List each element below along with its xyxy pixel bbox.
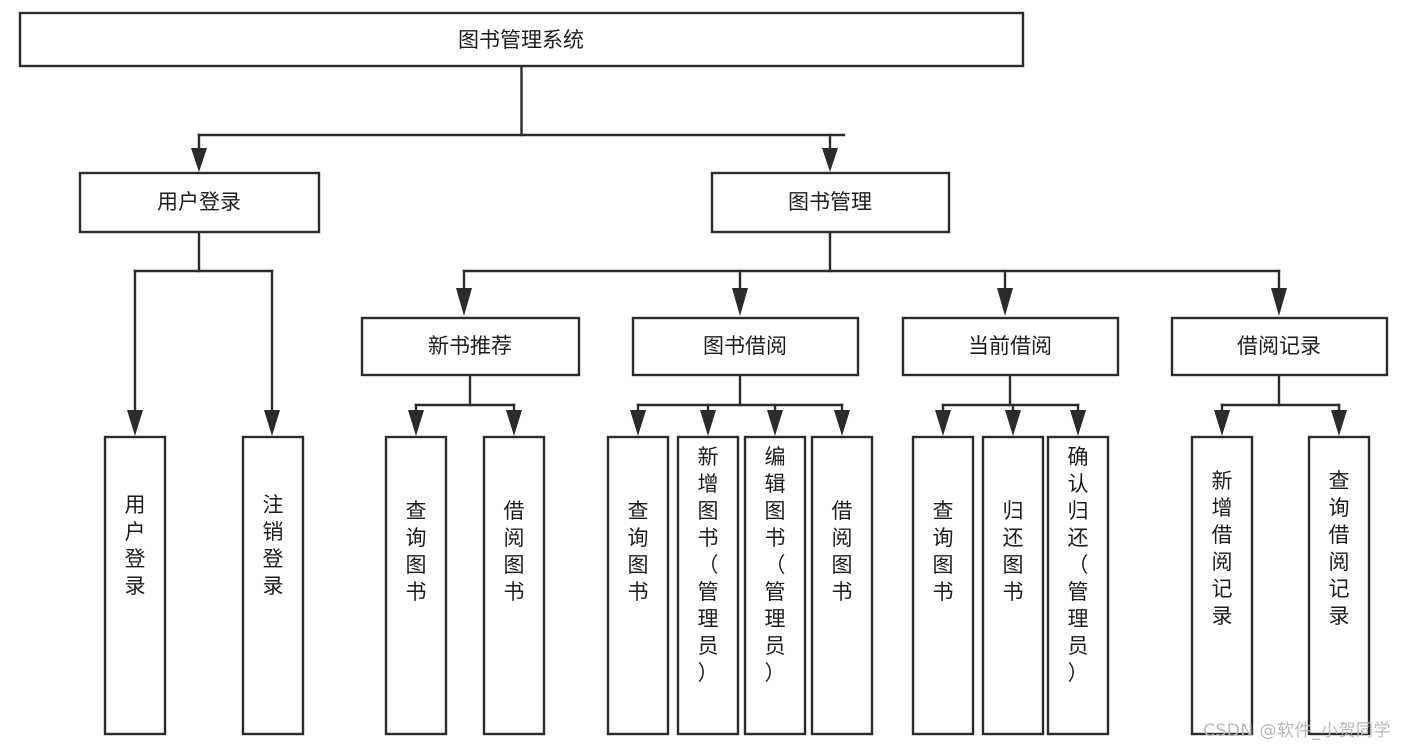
node-leaf-borrow-book-2-label: 借阅图书 (832, 499, 853, 604)
node-leaf-query-record-label: 查询借阅记录 (1329, 469, 1350, 628)
node-leaf-borrow-book-2-box[interactable] (810, 435, 874, 736)
node-leaf-edit-book[interactable]: 编辑图书（管理员） (743, 435, 807, 736)
arrowhead-leaf-add-book (700, 410, 716, 436)
node-leaf-add-record[interactable]: 新增借阅记录 (1190, 435, 1254, 736)
node-new-book-rec-box[interactable] (360, 316, 581, 377)
node-leaf-confirm-return-box[interactable] (1046, 435, 1110, 736)
node-borrow-record[interactable]: 借阅记录 (1170, 316, 1389, 377)
node-leaf-borrow-book-2[interactable]: 借阅图书 (810, 435, 874, 736)
arrowhead-leaf-borrow-book-2 (834, 410, 850, 436)
node-leaf-query-book-2[interactable]: 查询图书 (606, 435, 670, 736)
node-leaf-user-logout-box[interactable] (241, 435, 305, 736)
node-leaf-borrow-book-1-label: 借阅图书 (504, 499, 525, 604)
node-book-borrow-label: 图书借阅 (703, 334, 787, 358)
node-leaf-query-book-1-box[interactable] (384, 435, 448, 736)
node-current-borrow[interactable]: 当前借阅 (901, 316, 1120, 377)
node-leaf-user-login[interactable]: 用户登录 (103, 435, 167, 736)
arrowhead-user-login (191, 148, 207, 172)
node-leaf-user-logout[interactable]: 注销登录 (241, 435, 305, 736)
arrowhead-leaf-query-book-3 (935, 410, 951, 436)
node-leaf-edit-book-label: 编辑图书（管理员） (765, 445, 786, 685)
node-leaf-return-book[interactable]: 归还图书 (981, 435, 1045, 736)
node-user-login-label: 用户登录 (157, 190, 241, 214)
node-leaf-borrow-book-1[interactable]: 借阅图书 (482, 435, 546, 736)
node-leaf-confirm-return-label: 确认归还（管理员） (1068, 445, 1089, 685)
arrowhead-book-borrow (732, 288, 748, 316)
node-leaf-user-login-box[interactable] (103, 435, 167, 736)
node-leaf-add-book-box[interactable] (676, 435, 740, 736)
node-book-manage-label: 图书管理 (788, 190, 872, 214)
node-book-borrow-box[interactable] (631, 316, 860, 377)
node-current-borrow-box[interactable] (901, 316, 1120, 377)
arrowhead-leaf-query-record (1331, 410, 1347, 436)
arrowhead-leaf-confirm-return (1070, 410, 1086, 436)
node-book-manage[interactable]: 图书管理 (710, 171, 951, 234)
node-root-box[interactable] (18, 11, 1025, 68)
node-leaf-user-logout-label: 注销登录 (263, 493, 284, 598)
arrowhead-leaf-edit-book (767, 410, 783, 436)
node-leaf-query-book-1-label: 查询图书 (406, 499, 427, 604)
node-borrow-record-label: 借阅记录 (1237, 334, 1321, 358)
node-new-book-rec-label: 新书推荐 (428, 334, 512, 358)
arrowhead-new-book-rec (456, 288, 472, 316)
node-user-login-box[interactable] (78, 171, 321, 234)
arrowhead-leaf-borrow-book-1 (506, 410, 522, 436)
node-book-manage-box[interactable] (710, 171, 951, 234)
node-leaf-query-book-3-label: 查询图书 (933, 499, 954, 604)
node-leaf-return-book-box[interactable] (981, 435, 1045, 736)
node-leaf-confirm-return[interactable]: 确认归还（管理员） (1046, 435, 1110, 736)
arrowhead-borrow-record (1271, 288, 1287, 316)
arrowhead-current-borrow (997, 288, 1013, 316)
arrowhead-leaf-return-book (1005, 410, 1021, 436)
node-leaf-add-record-box[interactable] (1190, 435, 1254, 736)
node-leaf-user-login-label: 用户登录 (125, 493, 146, 598)
node-leaf-query-book-2-label: 查询图书 (628, 499, 649, 604)
node-leaf-borrow-book-1-box[interactable] (482, 435, 546, 736)
node-leaf-query-book-3-box[interactable] (911, 435, 975, 736)
arrowhead-leaf-user-logout (264, 410, 280, 436)
node-user-login[interactable]: 用户登录 (78, 171, 321, 234)
node-new-book-rec[interactable]: 新书推荐 (360, 316, 581, 377)
arrowhead-leaf-add-record (1214, 410, 1230, 436)
arrowhead-leaf-user-login (127, 410, 143, 436)
arrowhead-book-manage (822, 148, 838, 172)
node-leaf-add-book[interactable]: 新增图书（管理员） (676, 435, 740, 736)
node-leaf-query-record[interactable]: 查询借阅记录 (1307, 435, 1371, 736)
node-borrow-record-box[interactable] (1170, 316, 1389, 377)
node-root[interactable]: 图书管理系统 (18, 11, 1025, 68)
node-root-label: 图书管理系统 (458, 28, 584, 52)
node-current-borrow-label: 当前借阅 (968, 334, 1052, 358)
csdn-watermark: CSDN @软件_小贺同学 (1203, 721, 1391, 741)
node-leaf-return-book-label: 归还图书 (1003, 499, 1024, 604)
node-book-borrow[interactable]: 图书借阅 (631, 316, 860, 377)
node-leaf-query-book-1[interactable]: 查询图书 (384, 435, 448, 736)
node-leaf-edit-book-box[interactable] (743, 435, 807, 736)
node-leaf-query-book-2-box[interactable] (606, 435, 670, 736)
node-leaf-add-record-label: 新增借阅记录 (1212, 469, 1233, 628)
connector-layer (127, 64, 1347, 436)
node-leaf-add-book-label: 新增图书（管理员） (698, 445, 719, 685)
node-leaf-query-book-3[interactable]: 查询图书 (911, 435, 975, 736)
node-leaf-query-record-box[interactable] (1307, 435, 1371, 736)
arrowhead-leaf-query-book-1 (408, 410, 424, 436)
arrowhead-leaf-query-book-2 (630, 410, 646, 436)
